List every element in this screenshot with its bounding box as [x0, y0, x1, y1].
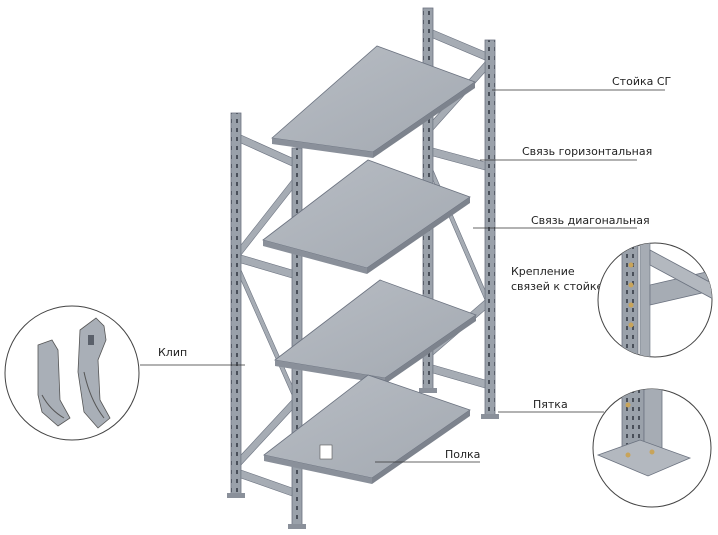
rear-upright-right	[484, 39, 496, 418]
horizontal-brace	[240, 254, 293, 279]
shelf-3	[274, 279, 477, 384]
connection-detail-circle	[597, 242, 713, 358]
horizontal-brace	[432, 29, 486, 61]
base-plate	[288, 524, 306, 529]
shelf-1	[271, 45, 476, 158]
leader-lines	[140, 89, 665, 463]
clip-part-left-hook	[41, 394, 65, 419]
clip-mark	[319, 444, 333, 460]
horizontal-brace	[240, 469, 293, 497]
base-detail-circle	[592, 388, 712, 508]
label-stoika: Стойка СГ	[612, 75, 672, 88]
label-sviaz-gorizontalnaia: Связь горизонтальная	[522, 145, 652, 158]
clip-part-left	[37, 339, 71, 427]
front-upright-right	[291, 147, 303, 527]
front-upright-left	[230, 112, 242, 496]
label-piatka: Пятка	[533, 398, 568, 411]
horizontal-brace	[432, 147, 486, 171]
labels: Стойка СГ Связь горизонтальная Связь диа…	[158, 75, 672, 461]
clip-slot	[88, 335, 94, 345]
horizontal-brace	[432, 364, 486, 389]
label-klip: Клип	[158, 346, 187, 359]
diagonal-brace	[240, 399, 293, 466]
diagonal-brace	[240, 179, 293, 256]
front-frame	[227, 112, 306, 529]
label-polka: Полка	[445, 448, 480, 461]
diagonal-brace	[240, 269, 293, 396]
shelves	[262, 45, 477, 484]
shelf-2	[262, 159, 471, 274]
label-kreplenie-line2: связей к стойке	[511, 280, 604, 293]
horizontal-brace	[240, 134, 293, 167]
clip-detail-circle	[4, 305, 140, 441]
clip-part-right-hook	[83, 371, 105, 419]
clip-part-right	[77, 317, 111, 429]
base-plate	[227, 493, 245, 498]
label-sviaz-diagonalnaia: Связь диагональная	[531, 214, 650, 227]
shelf-4	[263, 374, 471, 484]
label-kreplenie-line1: Крепление	[511, 265, 575, 278]
base-plate	[419, 388, 437, 393]
base-plate	[481, 414, 499, 419]
